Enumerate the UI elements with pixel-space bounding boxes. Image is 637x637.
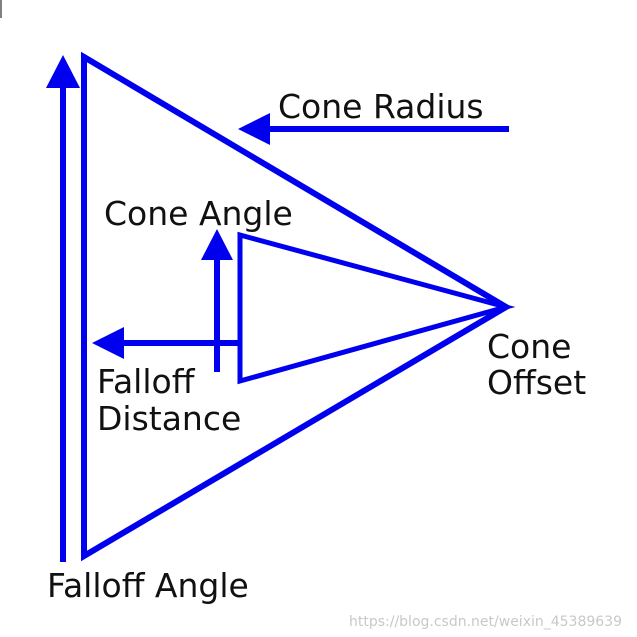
- outer-falloff-triangle: [81, 51, 512, 562]
- watermark-text: https://blog.csdn.net/weixin_45389639: [349, 614, 622, 630]
- cone-offset-label-line1: Cone: [487, 327, 571, 366]
- cone-offset-label-line2: Offset: [487, 363, 586, 402]
- falloff-distance-label-line2: Distance: [97, 399, 241, 438]
- cone-radius-label: Cone Radius: [278, 87, 484, 126]
- falloff-distance-label-line1: Falloff: [97, 362, 196, 401]
- falloff-distance-arrow-head: [92, 327, 124, 359]
- falloff-angle-label: Falloff Angle: [47, 566, 249, 605]
- falloff-angle-arrow-head: [46, 55, 80, 88]
- cone-angle-arrow-head: [201, 229, 233, 260]
- inner-cone-triangle: [237, 231, 516, 385]
- cone-radius-arrow-head: [238, 113, 270, 145]
- cone-angle-label: Cone Angle: [104, 194, 293, 233]
